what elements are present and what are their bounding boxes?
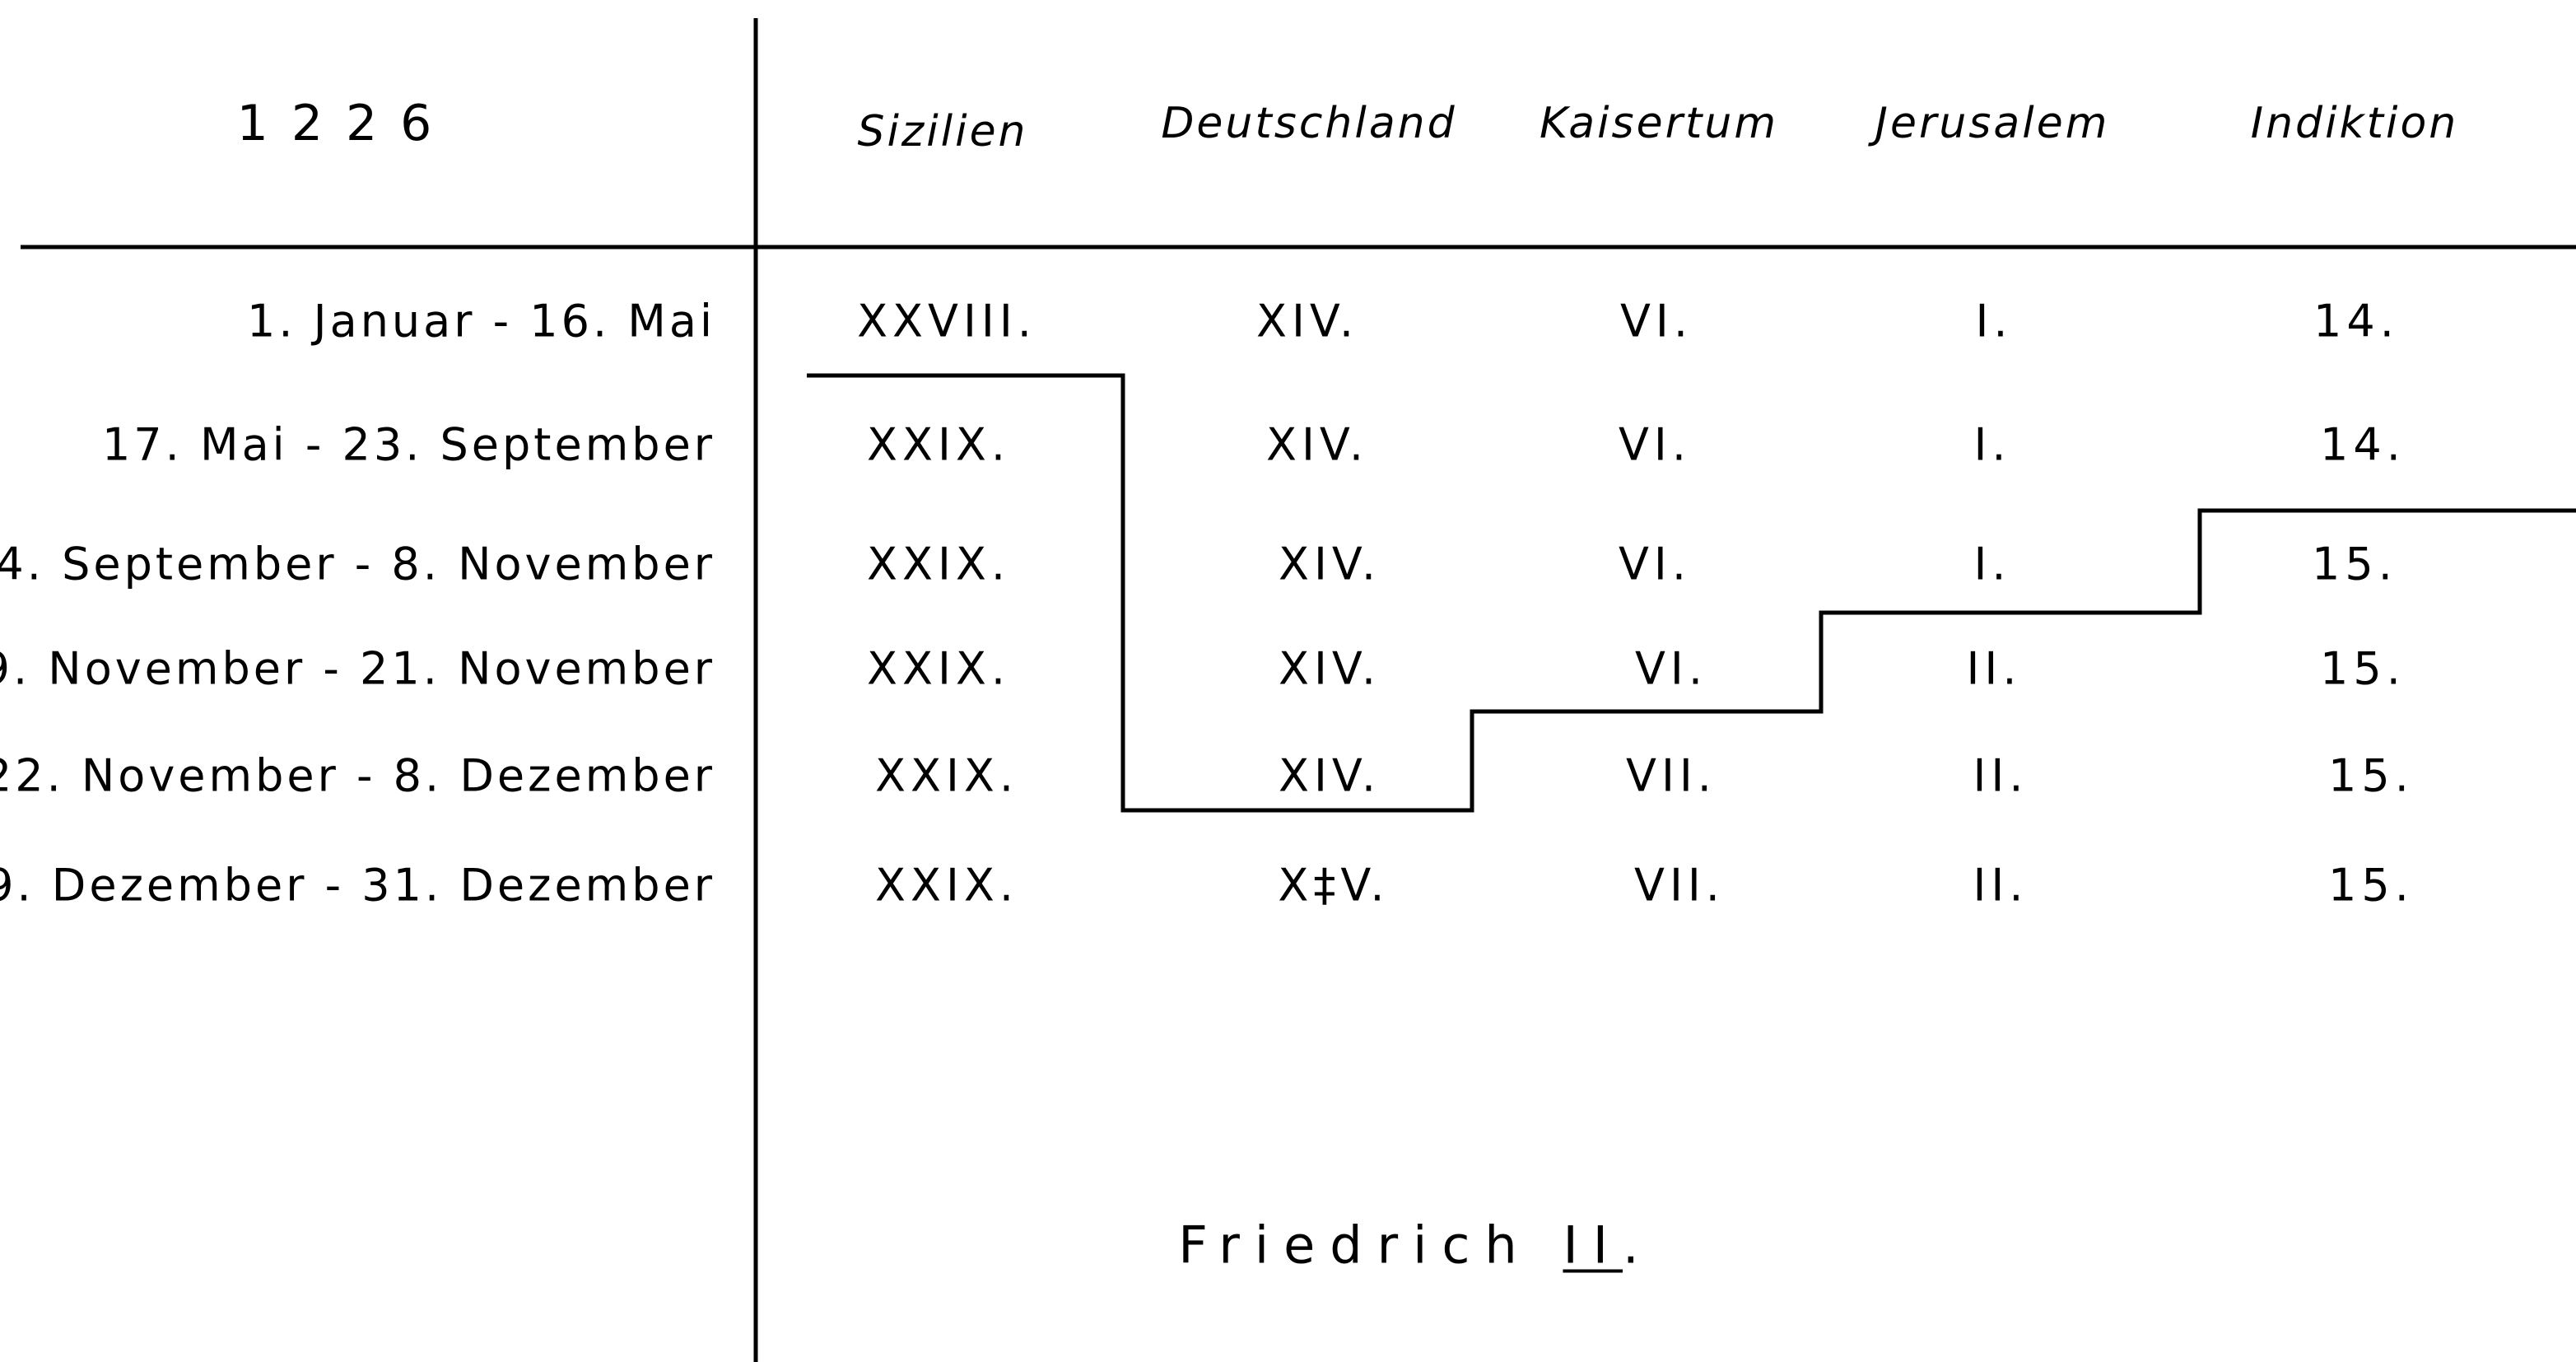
cell-jerusalem: I. bbox=[1975, 295, 2013, 347]
ruler-numeral: II bbox=[1563, 1215, 1623, 1276]
period-label: 9. November - 21. November bbox=[0, 642, 715, 695]
column-header-kaisertum: Kaisertum bbox=[1539, 99, 1779, 148]
cell-deutschland: X‡V. bbox=[1278, 859, 1390, 912]
regnal-year-step-line bbox=[807, 373, 2576, 813]
period-label: 22. November - 8. Dezember bbox=[0, 749, 715, 802]
cell-jerusalem: II. bbox=[1973, 749, 2029, 802]
ruler-caption: Friedrich II. bbox=[1178, 1215, 1653, 1276]
cell-indiktion: 15. bbox=[2320, 642, 2406, 695]
cell-deutschland: XIV. bbox=[1278, 749, 1381, 802]
period-label: 1. Januar - 16. Mai bbox=[247, 295, 715, 347]
cell-sizilien: XXIX. bbox=[866, 642, 1011, 695]
column-header-indiktion: Indiktion bbox=[2250, 99, 2459, 148]
cell-jerusalem: I. bbox=[1973, 418, 2011, 471]
cell-deutschland: XIV. bbox=[1278, 538, 1381, 590]
column-header-jerusalem: Jerusalem bbox=[1875, 99, 2110, 148]
cell-jerusalem: I. bbox=[1973, 538, 2011, 590]
cell-kaisertum: VII. bbox=[1634, 859, 1725, 912]
cell-indiktion: 15. bbox=[2328, 859, 2414, 912]
cell-sizilien: XXIX. bbox=[866, 538, 1011, 590]
period-label: 17. Mai - 23. September bbox=[101, 418, 715, 471]
column-header-sizilien: Sizilien bbox=[857, 107, 1028, 156]
cell-kaisertum: VI. bbox=[1618, 538, 1692, 590]
cell-deutschland: XIV. bbox=[1278, 642, 1381, 695]
period-label: 24. September - 8. November bbox=[0, 538, 715, 590]
cell-kaisertum: VI. bbox=[1619, 295, 1693, 347]
year-heading: 1226 bbox=[236, 95, 455, 152]
cell-indiktion: 14. bbox=[2313, 295, 2399, 347]
cell-jerusalem: II. bbox=[1966, 642, 2022, 695]
cell-sizilien: XXIX. bbox=[866, 418, 1011, 471]
cell-kaisertum: VI. bbox=[1634, 642, 1708, 695]
cell-indiktion: 15. bbox=[2312, 538, 2397, 590]
cell-sizilien: XXVIII. bbox=[857, 295, 1036, 347]
cell-indiktion: 14. bbox=[2320, 418, 2406, 471]
cell-sizilien: XXIX. bbox=[874, 859, 1019, 912]
cell-jerusalem: II. bbox=[1973, 859, 2029, 912]
period-label: 9. Dezember - 31. Dezember bbox=[0, 859, 715, 912]
cell-deutschland: XIV. bbox=[1265, 418, 1369, 471]
cell-indiktion: 15. bbox=[2328, 749, 2414, 802]
column-header-deutschland: Deutschland bbox=[1161, 99, 1457, 148]
cell-kaisertum: VII. bbox=[1626, 749, 1717, 802]
cell-sizilien: XXIX. bbox=[874, 749, 1019, 802]
cell-kaisertum: VI. bbox=[1618, 418, 1692, 471]
ruler-name: Friedrich bbox=[1178, 1215, 1532, 1276]
ruler-suffix: . bbox=[1623, 1215, 1654, 1276]
cell-deutschland: XIV. bbox=[1255, 295, 1359, 347]
